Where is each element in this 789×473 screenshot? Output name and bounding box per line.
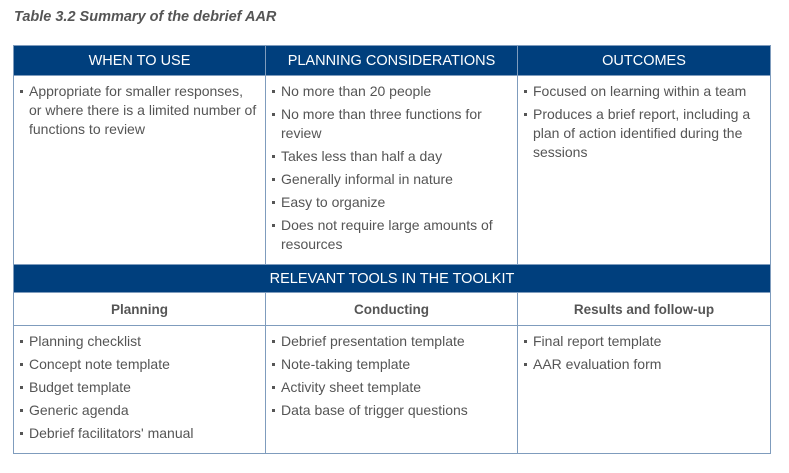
list-item: AAR evaluation form bbox=[524, 355, 764, 374]
list-item: Takes less than half a day bbox=[272, 147, 511, 166]
list-item: Debrief presentation template bbox=[272, 332, 511, 351]
list-item: No more than three functions for review bbox=[272, 105, 511, 143]
header-row: WHEN TO USE PLANNING CONSIDERATIONS OUTC… bbox=[13, 45, 771, 76]
list-item: Generally informal in nature bbox=[272, 170, 511, 189]
list-item: Generic agenda bbox=[20, 401, 259, 420]
results-tools-cell: Final report template AAR evaluation for… bbox=[517, 325, 771, 454]
list-item: Focused on learning within a team bbox=[524, 82, 764, 101]
header-planning-considerations: PLANNING CONSIDERATIONS bbox=[265, 45, 518, 76]
subheader-planning: Planning bbox=[13, 292, 266, 326]
list-item: Activity sheet template bbox=[272, 378, 511, 397]
when-to-use-list: Appropriate for smaller responses, or wh… bbox=[14, 76, 265, 149]
tools-subheader-row: Planning Conducting Results and follow-u… bbox=[13, 292, 771, 326]
list-item: Does not require large amounts of resour… bbox=[272, 216, 511, 254]
table-caption: Table 3.2 Summary of the debrief AAR bbox=[14, 9, 277, 25]
header-when-to-use: WHEN TO USE bbox=[13, 45, 266, 76]
when-to-use-cell: Appropriate for smaller responses, or wh… bbox=[13, 75, 266, 265]
header-outcomes: OUTCOMES bbox=[517, 45, 771, 76]
outcomes-cell: Focused on learning within a team Produc… bbox=[517, 75, 771, 265]
debrief-aar-summary-table: WHEN TO USE PLANNING CONSIDERATIONS OUTC… bbox=[13, 45, 771, 454]
list-item: No more than 20 people bbox=[272, 82, 511, 101]
list-item: Easy to organize bbox=[272, 193, 511, 212]
outcomes-list: Focused on learning within a team Produc… bbox=[518, 76, 770, 172]
tools-band-row: RELEVANT TOOLS IN THE TOOLKIT bbox=[13, 264, 771, 293]
list-item: Concept note template bbox=[20, 355, 259, 374]
relevant-tools-header: RELEVANT TOOLS IN THE TOOLKIT bbox=[13, 264, 771, 293]
subheader-results: Results and follow-up bbox=[517, 292, 771, 326]
planning-considerations-list: No more than 20 people No more than thre… bbox=[266, 76, 517, 264]
list-item: Final report template bbox=[524, 332, 764, 351]
conducting-tools-list: Debrief presentation template Note-takin… bbox=[266, 326, 517, 430]
planning-tools-list: Planning checklist Concept note template… bbox=[14, 326, 265, 453]
conducting-tools-cell: Debrief presentation template Note-takin… bbox=[265, 325, 518, 454]
subheader-conducting: Conducting bbox=[265, 292, 518, 326]
list-item: Produces a brief report, including a pla… bbox=[524, 105, 764, 162]
list-item: Data base of trigger questions bbox=[272, 401, 511, 420]
list-item: Budget template bbox=[20, 378, 259, 397]
overview-row: Appropriate for smaller responses, or wh… bbox=[13, 75, 771, 265]
results-tools-list: Final report template AAR evaluation for… bbox=[518, 326, 770, 384]
list-item: Planning checklist bbox=[20, 332, 259, 351]
list-item: Debrief facilitators' manual bbox=[20, 424, 259, 443]
list-item: Appropriate for smaller responses, or wh… bbox=[20, 82, 259, 139]
tools-row: Planning checklist Concept note template… bbox=[13, 325, 771, 454]
planning-tools-cell: Planning checklist Concept note template… bbox=[13, 325, 266, 454]
planning-considerations-cell: No more than 20 people No more than thre… bbox=[265, 75, 518, 265]
list-item: Note-taking template bbox=[272, 355, 511, 374]
